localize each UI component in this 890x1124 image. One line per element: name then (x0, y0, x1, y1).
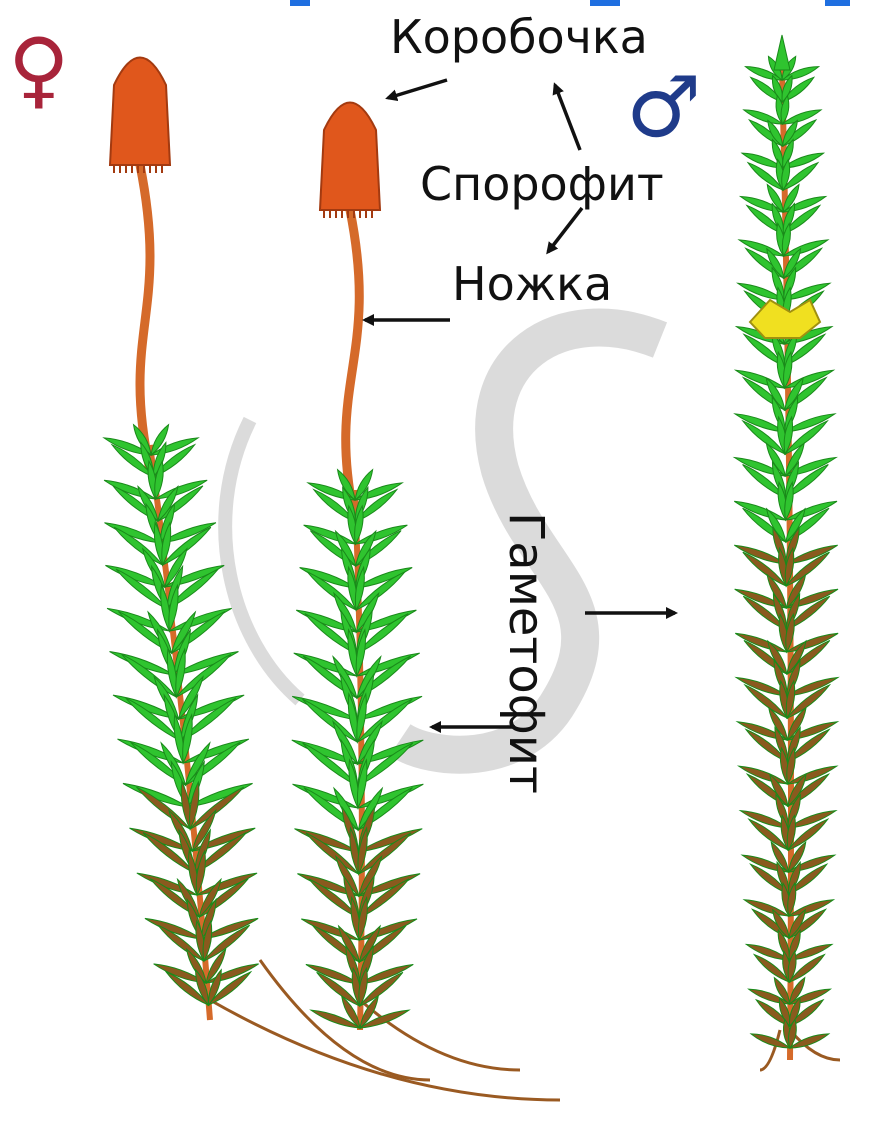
female-moss-plant-left (104, 58, 259, 1021)
capsule (110, 58, 170, 166)
leaf (789, 900, 834, 916)
arrow-sporophyte-to-capsule (555, 85, 580, 150)
seta-stalk (346, 210, 360, 520)
leaf (785, 370, 834, 388)
shoot-apex (774, 35, 790, 70)
leaf (784, 240, 828, 256)
female-moss-plant-middle (292, 103, 424, 1031)
leaf (788, 766, 837, 784)
capsule (320, 103, 380, 211)
rhizoid (360, 1000, 520, 1070)
leaf (739, 766, 788, 784)
leaf (787, 633, 838, 652)
male-moss-plant (734, 35, 838, 1060)
seta-label: Ножка (452, 257, 612, 311)
leaf (786, 501, 837, 520)
watermark-logo (225, 328, 660, 755)
arrow-sporophyte-to-seta (548, 208, 582, 252)
female-symbol: ♀ (8, 20, 70, 118)
sporophyte-label: Спорофит (420, 157, 664, 211)
rhizoids (210, 960, 840, 1100)
seta-stalk (140, 165, 150, 470)
gametophyte-label: Гаметофит (498, 512, 554, 794)
arrow-to-capsule (388, 80, 447, 98)
leaf (736, 370, 785, 388)
leaf (744, 900, 789, 916)
male-symbol: ♂ (626, 58, 701, 156)
capsule-label: Коробочка (390, 10, 648, 64)
